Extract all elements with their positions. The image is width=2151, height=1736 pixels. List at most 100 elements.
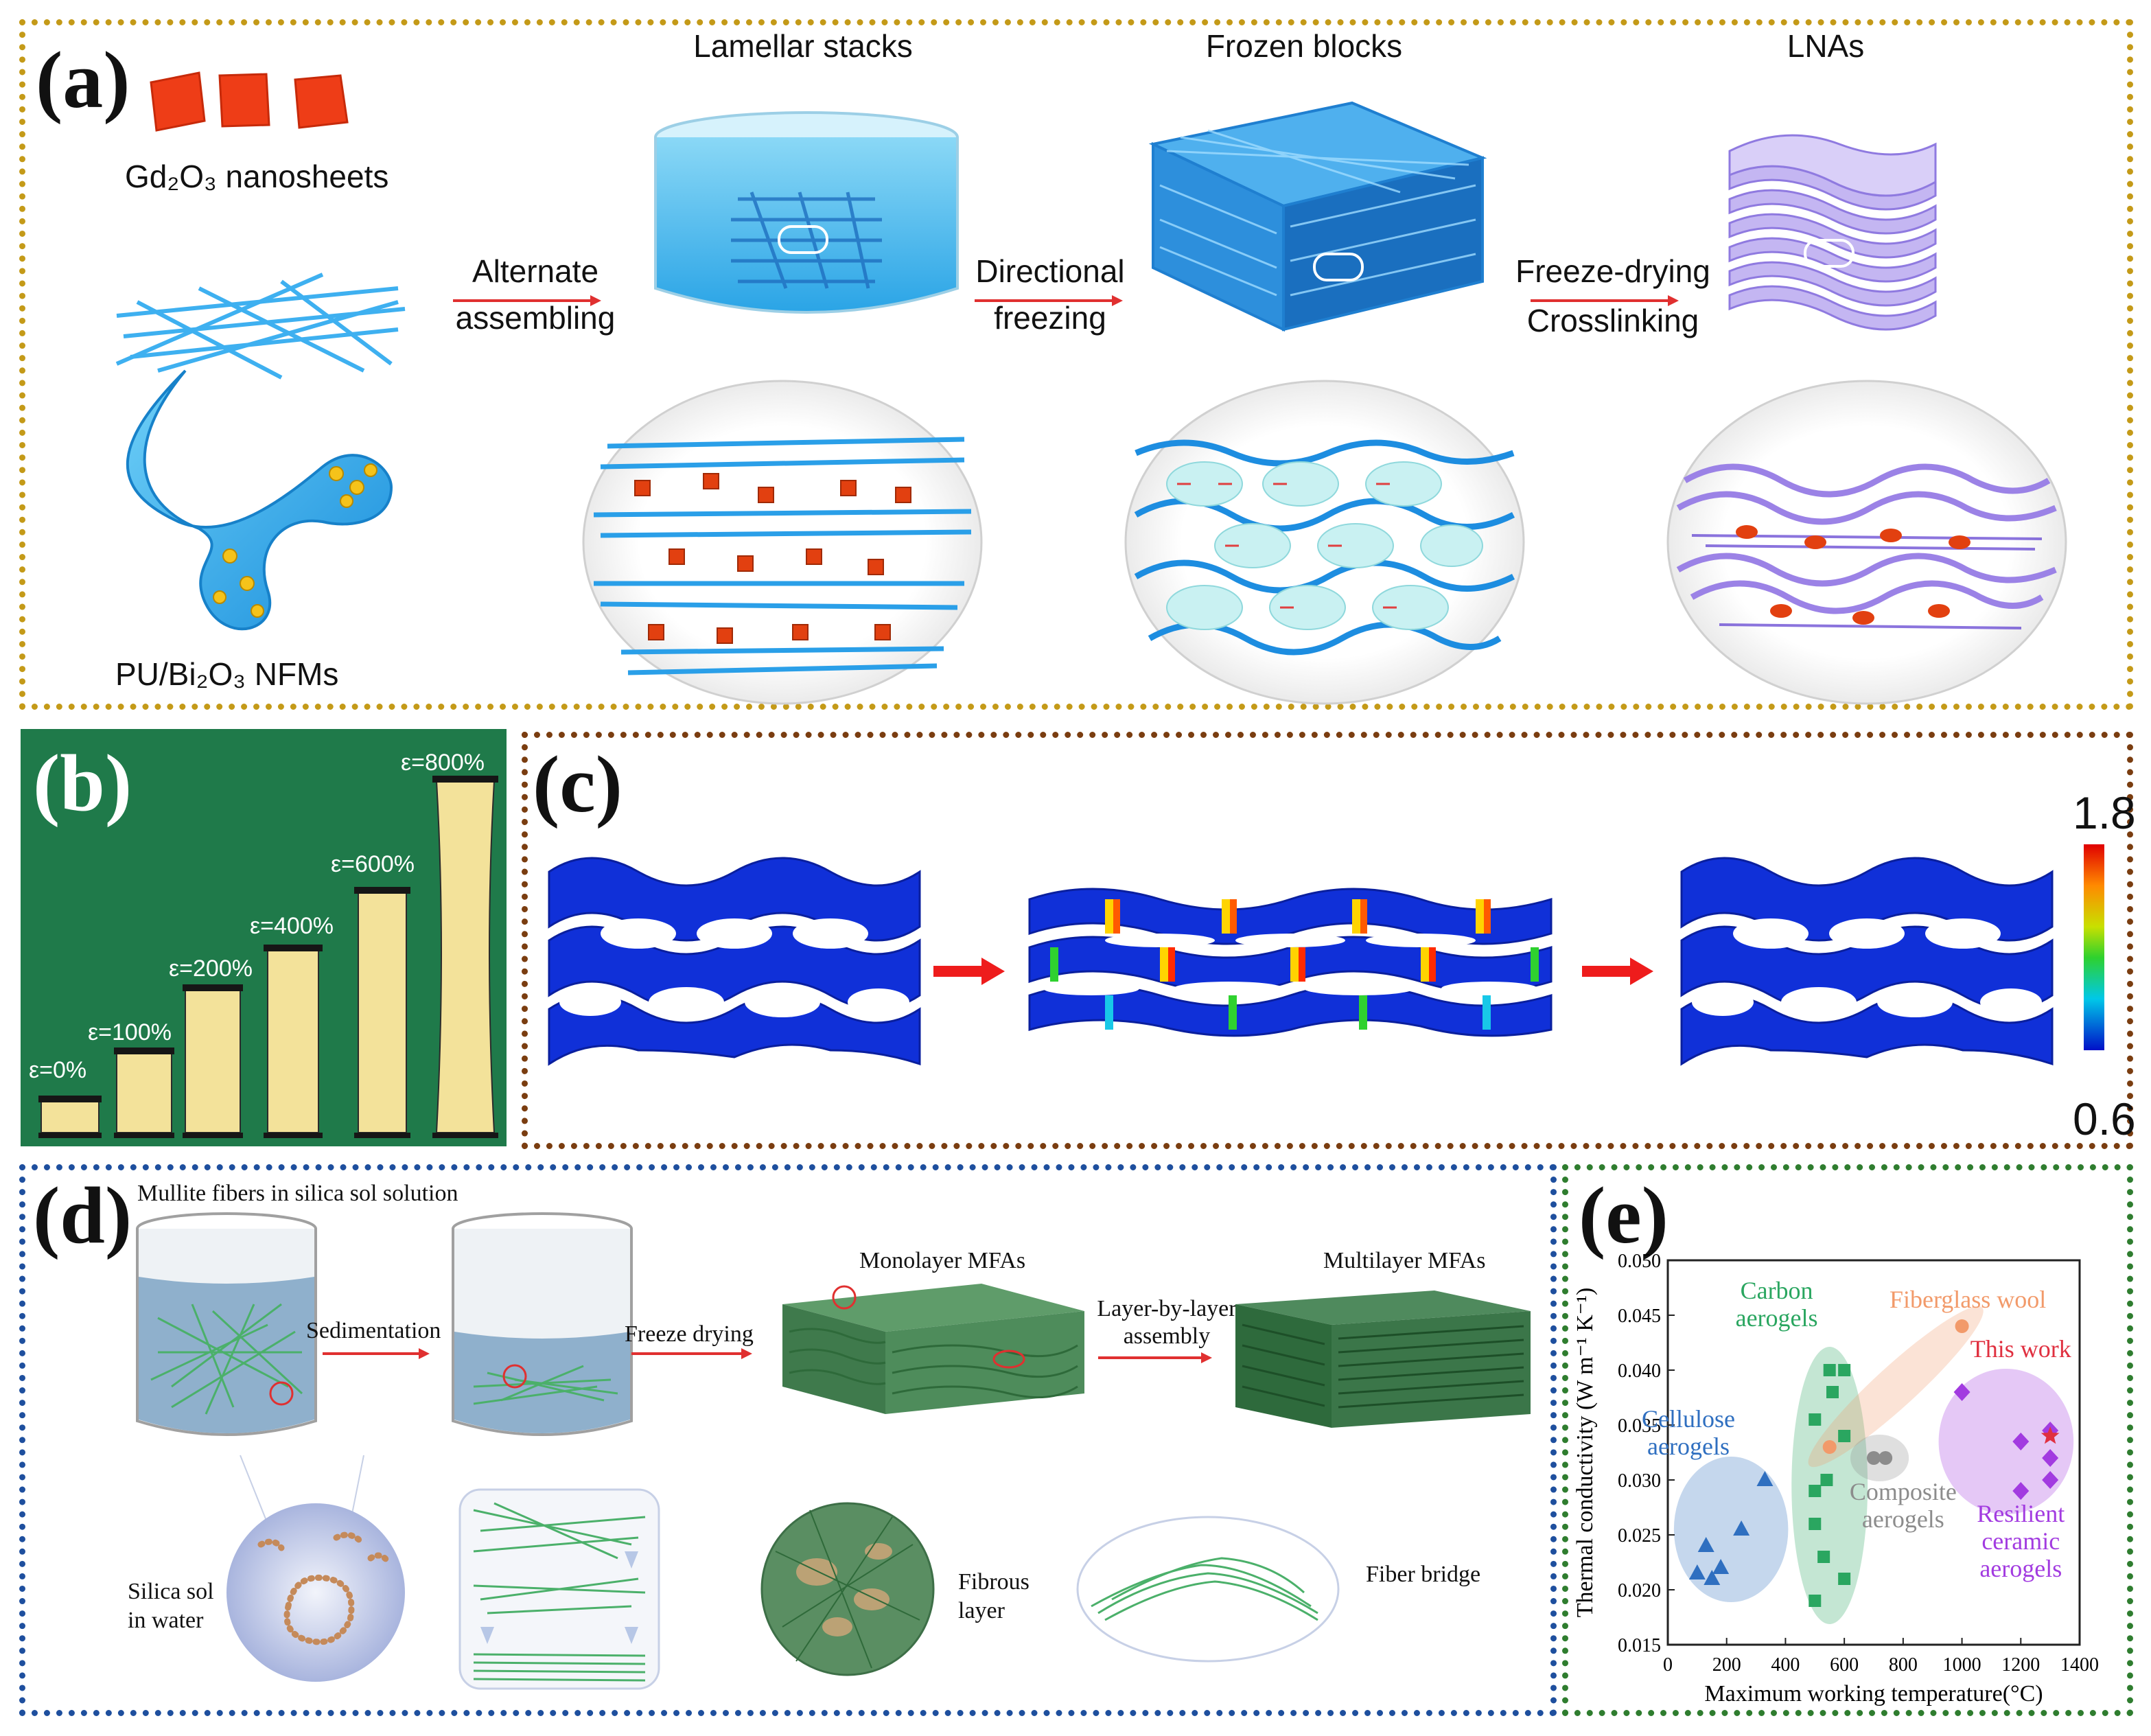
series-label-1-0: Carbon — [1741, 1277, 1813, 1304]
x-tick-label: 0 — [1663, 1654, 1673, 1676]
panel-d-frame — [19, 1164, 1557, 1716]
lamellar-title: Lamellar stacks — [693, 28, 913, 64]
data-point-cellulose-aerogels-1 — [1697, 1537, 1714, 1552]
data-point-carbon-aerogels-3 — [1809, 1413, 1822, 1426]
frozen-block — [1148, 101, 1487, 332]
data-point-carbon-aerogels-7 — [1838, 1430, 1851, 1442]
freeze-drying-label: Freeze drying — [625, 1321, 754, 1347]
series-label-3-1: aerogels — [1862, 1505, 1944, 1533]
x-tick-label: 800 — [1889, 1654, 1918, 1676]
x-axis-label: Maximum working temperature(°C) — [1704, 1681, 2043, 1706]
fibrous-line1: Fibrous — [958, 1569, 1030, 1595]
fibrous-layer-zoom — [760, 1502, 935, 1676]
x-tick-label: 200 — [1712, 1654, 1741, 1676]
step2-line2: freezing — [994, 300, 1106, 336]
beaker-title: Mullite fibers in silica sol solution — [137, 1181, 458, 1206]
arrow-to-recovered — [1582, 958, 1653, 985]
pu-fiber-illustration — [115, 273, 406, 631]
lattice-stretched-middle — [1028, 888, 1553, 1037]
arrow-to-stretched — [933, 958, 1005, 985]
frozen-title: Frozen blocks — [1205, 28, 1403, 64]
silica-sol-line2: in water — [128, 1608, 204, 1633]
y-tick-label: 0.035 — [1618, 1415, 1661, 1437]
strain-samples — [38, 776, 498, 1138]
strain-label-5: ε=800% — [401, 750, 485, 776]
y-tick-label: 0.050 — [1618, 1251, 1661, 1272]
strain-label-3: ε=400% — [250, 913, 334, 939]
data-point-resilient-ceramic-aerogels-4 — [2042, 1449, 2059, 1467]
monolayer-label: Monolayer MFAs — [859, 1248, 1026, 1273]
panel-c-frame — [522, 732, 2133, 1149]
multilayer-label: Multilayer MFAs — [1323, 1248, 1486, 1273]
panel-a-frame — [19, 19, 2133, 710]
lattice-recovered-right — [1680, 857, 2054, 1066]
data-point-carbon-aerogels-6 — [1826, 1386, 1839, 1398]
x-tick-label: 1200 — [2001, 1654, 2040, 1676]
data-point-carbon-aerogels-4 — [1820, 1474, 1833, 1486]
x-tick-label: 1000 — [1943, 1654, 1981, 1676]
lamellar-beaker — [654, 111, 959, 314]
pu-label: PU/Bi₂O₃ NFMs — [115, 656, 339, 692]
series-label-0-1: aerogels — [1647, 1433, 1730, 1460]
data-point-fiberglass-wool-0 — [1822, 1440, 1837, 1454]
step3-arrow — [1531, 295, 1679, 306]
sedimentation-arrow — [323, 1348, 430, 1359]
series-label-4-1: ceramic — [1981, 1527, 2060, 1555]
beaker-fibers — [136, 1212, 317, 1436]
x-tick-label: 1400 — [2060, 1654, 2099, 1676]
y-tick-label: 0.030 — [1618, 1470, 1661, 1492]
x-tick-label: 600 — [1830, 1654, 1859, 1676]
strain-label-2: ε=200% — [169, 956, 253, 982]
y-tick-label: 0.025 — [1618, 1525, 1661, 1547]
data-point-cellulose-aerogels-5 — [1756, 1471, 1774, 1486]
data-point-cellulose-aerogels-4 — [1733, 1520, 1750, 1536]
y-axis-label: Thermal conductivity (W m⁻¹ K⁻¹) — [1572, 1288, 1598, 1618]
data-point-carbon-aerogels-9 — [1838, 1573, 1851, 1585]
fiber-bridge-label: Fiber bridge — [1366, 1562, 1481, 1587]
colorbar-max: 1.8 — [2073, 787, 2136, 838]
silica-sol-line1: Silica sol — [128, 1579, 214, 1604]
x-tick-label: 400 — [1771, 1654, 1800, 1676]
silica-sol-zoom — [226, 1455, 405, 1682]
panel-e-label: (e) — [1579, 1170, 1669, 1260]
data-point-cellulose-aerogels-0 — [1688, 1564, 1706, 1579]
strain-label-1: ε=100% — [88, 1019, 172, 1045]
step3-line1: Freeze-drying — [1515, 253, 1710, 289]
data-point-carbon-aerogels-0 — [1809, 1595, 1822, 1607]
data-point-resilient-ceramic-aerogels-5 — [2042, 1471, 2059, 1489]
data-point-carbon-aerogels-10 — [1817, 1551, 1830, 1563]
panel-b-label: (b) — [33, 738, 132, 828]
fiber-bridge-zoom — [1076, 1516, 1340, 1663]
strain-label-0: ε=0% — [29, 1057, 87, 1083]
beaker-sediment — [452, 1212, 633, 1436]
step1-arrow — [453, 295, 601, 306]
lnas-zoom-circle — [1666, 380, 2067, 705]
plot-area — [1666, 1259, 2081, 1646]
step2-arrow — [975, 295, 1123, 306]
data-point-composite-aerogels-0 — [1867, 1451, 1881, 1465]
frozen-zoom-circle — [1124, 380, 1525, 705]
data-point-fiberglass-wool-1 — [1955, 1319, 1969, 1333]
data-point-carbon-aerogels-5 — [1823, 1364, 1836, 1376]
series-label-3-0: Composite — [1850, 1478, 1957, 1505]
series-label-2-0: Fiberglass wool — [1890, 1286, 2046, 1313]
step2-line1: Directional — [975, 253, 1125, 289]
data-point-carbon-aerogels-8 — [1838, 1364, 1851, 1376]
colorbar-min: 0.6 — [2073, 1093, 2136, 1144]
gd2o3-label: Gd₂O₃ nanosheets — [125, 159, 389, 194]
data-point-resilient-ceramic-aerogels-1 — [2012, 1433, 2030, 1450]
y-tick-label: 0.020 — [1618, 1580, 1661, 1601]
layer-by-layer-line2: assembly — [1123, 1323, 1211, 1349]
panel-a-label: (a) — [36, 35, 130, 125]
layer-assembly-arrow — [1098, 1352, 1212, 1363]
series-region-4 — [1938, 1369, 2074, 1514]
fibrous-line2: layer — [958, 1598, 1005, 1623]
layer-by-layer-line1: Layer-by-layer — [1097, 1296, 1237, 1321]
series-region-0 — [1673, 1457, 1789, 1602]
colorbar — [2084, 844, 2104, 1050]
monolayer-block — [782, 1284, 1084, 1414]
series-label-4-2: aerogels — [1979, 1555, 2062, 1582]
y-tick-label: 0.045 — [1618, 1306, 1661, 1327]
lattice-undeformed-left — [548, 857, 921, 1066]
